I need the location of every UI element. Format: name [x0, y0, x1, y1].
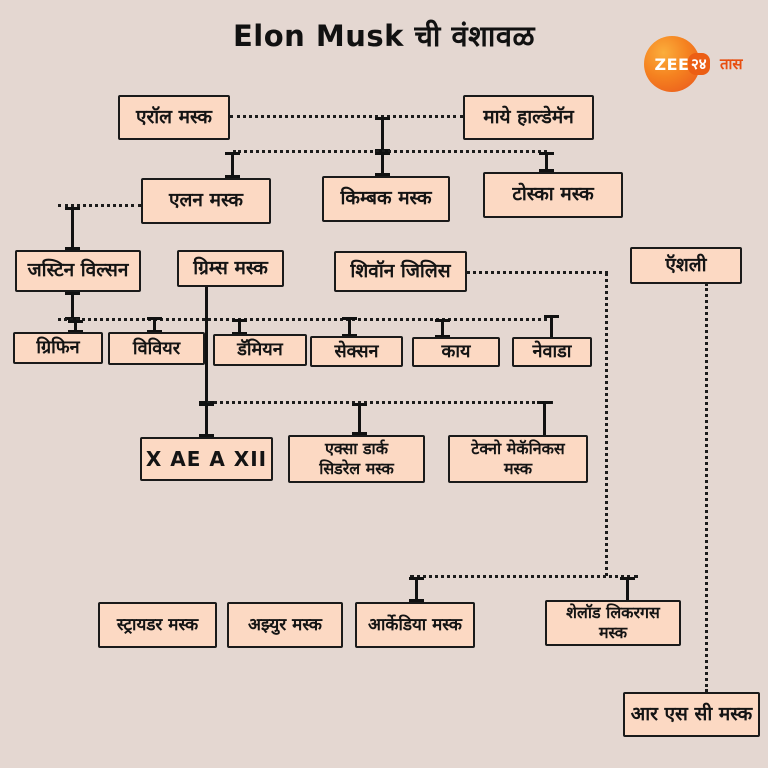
- node-rsc-musk: आर एस सी मस्क: [623, 692, 760, 737]
- node-label: ग्रिफिन: [36, 337, 80, 359]
- node-azure-musk: अझ्युर मस्क: [227, 602, 343, 648]
- node-label: स्ट्रायडर मस्क: [116, 614, 199, 635]
- node-label: एरॉल मस्क: [135, 105, 213, 128]
- node-label: सेक्सन: [334, 340, 379, 362]
- node-justine-wilson: जस्टिन विल्सन: [15, 250, 141, 292]
- connector-parents-drop: [375, 117, 390, 152]
- node-label: शिवॉन जिलिस: [350, 259, 451, 282]
- node-label: X AE A XII: [145, 446, 268, 471]
- node-kimbal-musk: किम्बक मस्क: [322, 176, 450, 222]
- node-kai: काय: [412, 337, 500, 367]
- node-label: माये हाल्डेमॅन: [483, 105, 574, 128]
- node-label: एक्सा डार्क सिडरेल मस्क: [319, 439, 394, 478]
- logo-taas-text: तास: [720, 55, 743, 73]
- connector-ashley-rsc: [705, 283, 708, 692]
- node-griffin: ग्रिफिन: [13, 332, 103, 364]
- node-label: नेवाडा: [532, 341, 572, 363]
- connector-drop-griffin: [68, 320, 83, 333]
- connector-siblings-row6: [410, 575, 638, 578]
- connector-drop-tosca: [539, 152, 554, 172]
- connector-justine-children: [65, 292, 80, 320]
- connector-siblings-row5: [207, 401, 553, 404]
- node-label: ग्रिम्स मस्क: [193, 256, 268, 279]
- node-label: किम्बक मस्क: [340, 187, 432, 210]
- node-nevada: नेवाडा: [512, 337, 592, 367]
- node-label: टेक्नो मेकॅनिकस मस्क: [471, 439, 565, 478]
- node-shivon-zilis: शिवॉन जिलिस: [334, 251, 467, 292]
- zee-logo-text: ZEE: [654, 54, 690, 74]
- node-label: ऍशली: [665, 253, 707, 276]
- connector-drop-exa: [352, 403, 367, 435]
- node-label: डॅमियन: [237, 339, 283, 361]
- node-arcadia-musk: आर्केडिया मस्क: [355, 602, 475, 648]
- node-label: आर एस सी मस्क: [630, 702, 753, 725]
- connector-siblings-row4: [58, 318, 553, 321]
- node-techno-mechanicus-musk: टेक्नो मेकॅनिकस मस्क: [448, 435, 588, 483]
- connector-drop-arcadia: [409, 577, 424, 602]
- node-elon-musk: एलन मस्क: [141, 178, 271, 224]
- node-maye-haldeman: माये हाल्डेमॅन: [463, 95, 594, 140]
- node-label: काय: [441, 341, 471, 363]
- connector-drop-xaexii: [199, 403, 214, 437]
- node-label: टोस्का मस्क: [512, 183, 594, 206]
- node-exa-dark-sideral-musk: एक्सा डार्क सिडरेल मस्क: [288, 435, 425, 483]
- node-vivian: विवियर: [108, 332, 205, 365]
- logo-24-text: २४: [688, 53, 710, 75]
- connector-drop-vivian: [147, 317, 162, 333]
- node-errol-musk: एरॉल मस्क: [118, 95, 230, 140]
- node-grimes-musk: ग्रिम्स मस्क: [177, 250, 284, 287]
- node-label: एलन मस्क: [169, 189, 243, 212]
- node-label: आर्केडिया मस्क: [368, 614, 462, 635]
- node-damian: डॅमियन: [213, 334, 307, 366]
- connector-grimes-children: [199, 287, 214, 404]
- node-tosca-musk: टोस्का मस्क: [483, 172, 623, 218]
- node-label: जस्टिन विल्सन: [27, 259, 129, 282]
- connector-elon-justine: [58, 204, 141, 207]
- connector-shivon-down: [605, 273, 608, 576]
- connector-justine-drop: [65, 207, 80, 250]
- node-sheldon-lycurgus-musk: शेलॉड लिकरगस मस्क: [545, 600, 681, 646]
- node-x-ae-a-xii: X AE A XII: [140, 437, 273, 481]
- connector-drop-kai: [435, 319, 450, 338]
- connector-shivon-right: [467, 271, 608, 274]
- connector-drop-kimbal: [375, 152, 390, 176]
- node-strider-musk: स्ट्रायडर मस्क: [98, 602, 217, 648]
- connector-drop-saxon: [342, 317, 357, 337]
- connector-errol-maye: [230, 115, 463, 118]
- node-label: अझ्युर मस्क: [247, 614, 322, 635]
- page-title: Elon Musk ची वंशावळ: [232, 19, 536, 53]
- node-label: विवियर: [132, 337, 181, 359]
- connector-siblings-row2: [233, 150, 547, 153]
- connector-drop-damian: [232, 319, 247, 335]
- connector-drop-elon: [225, 152, 240, 178]
- zee24taas-logo: ZEE २४ तास: [644, 36, 764, 92]
- node-ashley: ऍशली: [630, 247, 742, 284]
- node-saxon: सेक्सन: [310, 336, 403, 367]
- node-label: शेलॉड लिकरगस मस्क: [566, 603, 660, 642]
